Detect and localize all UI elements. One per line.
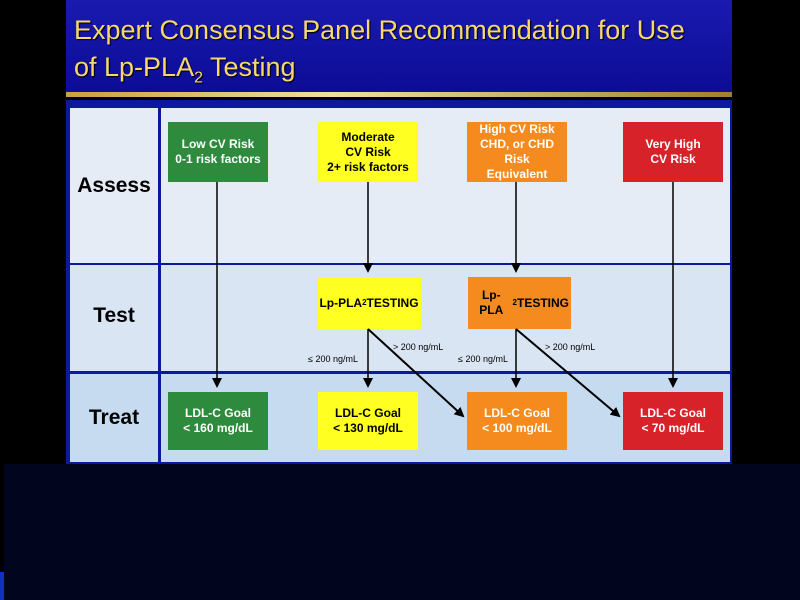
title-line-1: Expert Consensus Panel Recommendation fo… <box>74 15 685 45</box>
row-label-test: Test <box>93 304 135 327</box>
corner-accent <box>0 572 4 600</box>
test-box-high-suffix: TESTING <box>516 295 569 310</box>
row-label-assess: Assess <box>77 174 151 197</box>
assess-box-high-risk: High CV Risk CHD, or CHD Risk Equivalent <box>467 122 567 182</box>
title-line-2-suffix: Testing <box>202 52 296 82</box>
title-line-2-subscript: 2 <box>194 69 203 87</box>
title-line-2-prefix: of Lp-PLA <box>74 52 195 82</box>
threshold-high-high: > 200 ng/mL <box>545 342 596 352</box>
test-box-moderate-suffix: TESTING <box>366 295 419 310</box>
threshold-moderate-low: ≤ 200 ng/mL <box>308 354 358 364</box>
treat-box-high: LDL-C Goal < 100 mg/dL <box>467 392 567 450</box>
test-box-moderate-prefix: Lp-PLA <box>319 295 363 310</box>
assess-box-low-risk: Low CV Risk 0-1 risk factors <box>168 122 268 182</box>
empty-lower-panel <box>4 464 800 600</box>
title-bar <box>66 0 732 92</box>
assess-box-moderate-risk: Moderate CV Risk 2+ risk factors <box>318 122 418 182</box>
assess-box-very-high-risk: Very High CV Risk <box>623 122 723 182</box>
row-label-treat: Treat <box>88 406 140 429</box>
test-box-high-prefix: Lp-PLA <box>479 288 504 317</box>
treat-box-very-high: LDL-C Goal < 70 mg/dL <box>623 392 723 450</box>
threshold-moderate-high: > 200 ng/mL <box>393 342 444 352</box>
title-line-2: of Lp-PLA2 Testing <box>74 49 724 86</box>
label-column-divider <box>158 108 161 462</box>
treat-box-moderate: LDL-C Goal < 130 mg/dL <box>318 392 418 450</box>
title-divider <box>66 92 732 97</box>
threshold-high-low: ≤ 200 ng/mL <box>458 354 508 364</box>
treat-box-low: LDL-C Goal < 160 mg/dL <box>168 392 268 450</box>
slide-title: Expert Consensus Panel Recommendation fo… <box>74 12 724 86</box>
